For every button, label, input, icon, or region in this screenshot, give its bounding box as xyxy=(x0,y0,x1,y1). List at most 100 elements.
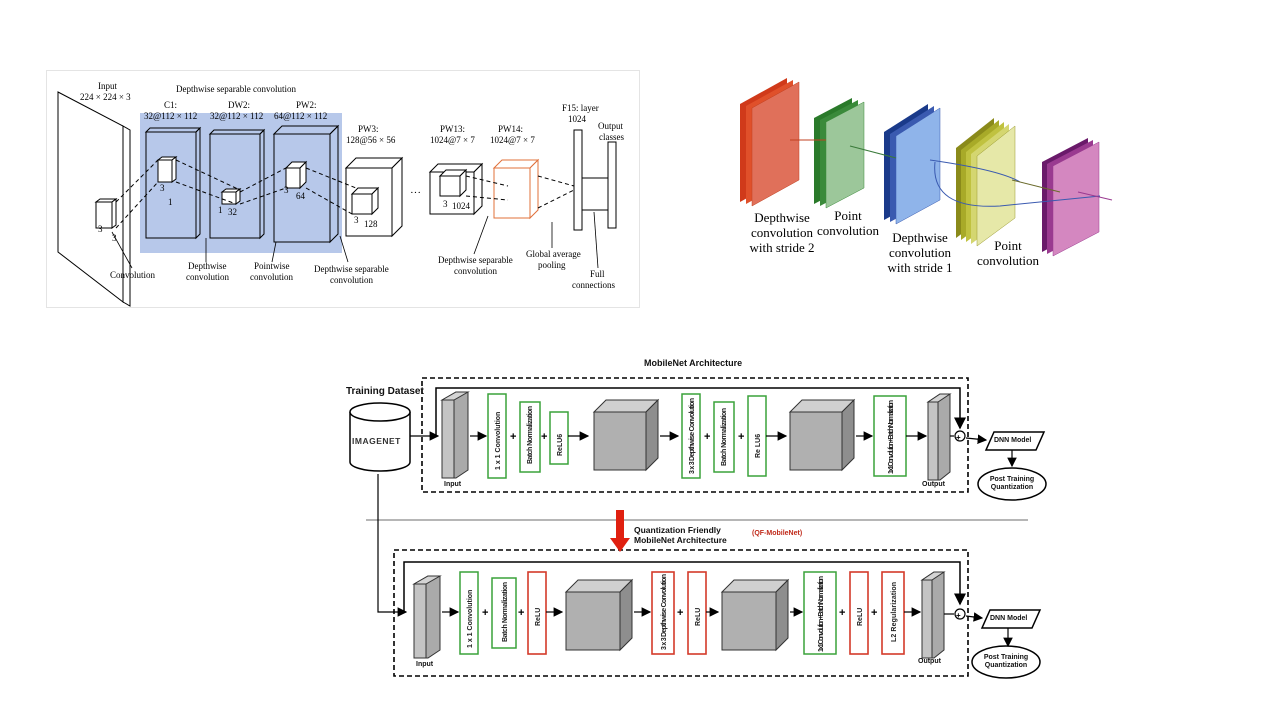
bottom-conv1-label: 1 x 1 Convolution xyxy=(467,590,474,648)
kernel-num: 3 xyxy=(98,224,103,234)
c1-label: C1: xyxy=(164,100,178,110)
bottom-conv-bn-block xyxy=(803,571,837,655)
pointwise-label-2: convolution xyxy=(250,272,293,282)
pw14-dim: 1024@7 × 7 xyxy=(490,135,535,145)
circle-plus: + xyxy=(956,433,961,442)
top-bn2-label: Batch Normalization xyxy=(721,408,728,466)
convolution-label: Convolution xyxy=(110,270,156,280)
top-bn2-block xyxy=(713,401,735,473)
input-label: Input xyxy=(98,81,117,91)
pw13-dim: 1024@7 × 7 xyxy=(430,135,475,145)
kernel-num: 1 xyxy=(218,205,223,215)
bottom-dw-label: 3 x 3 Depthwise Convolution xyxy=(661,574,668,650)
kernel-num: 3 xyxy=(160,183,165,193)
kernel-num: 64 xyxy=(296,191,305,201)
qf-title-2: MobileNet Architecture xyxy=(634,535,727,545)
dw2-label: DW2: xyxy=(228,100,250,110)
qf-title-1: Quantization Friendly xyxy=(634,525,721,535)
kernel-num: 3 xyxy=(284,185,289,195)
top-output-slab xyxy=(926,393,952,481)
plus-sign: + xyxy=(518,607,524,619)
top-relu6-label: ReLU6 xyxy=(557,434,564,456)
kernel-num: 3 xyxy=(443,199,448,209)
pw3-dim: 128@56 × 56 xyxy=(346,135,396,145)
mobilenet-frame xyxy=(421,377,969,493)
bottom-ptq-label: Post Training Quantization xyxy=(983,654,1029,669)
top-bn-label: Batch Normalization xyxy=(527,406,534,464)
plus-sign: + xyxy=(839,607,845,619)
yellow-stack xyxy=(956,118,1016,247)
mobilenet-title: MobileNet Architecture xyxy=(644,358,743,368)
blue-stack xyxy=(884,104,941,225)
output-classes-label: classes xyxy=(599,132,624,142)
plus-sign: + xyxy=(738,431,744,443)
bottom-relu1-block xyxy=(527,571,547,655)
top-ptq-node xyxy=(977,467,1047,501)
red-stack xyxy=(740,78,800,207)
plus-sign: + xyxy=(510,431,516,443)
top-input-label: Input xyxy=(444,481,462,488)
training-dataset-label: Training Dataset xyxy=(346,386,424,397)
top-feature-cube-2 xyxy=(788,398,856,472)
qf-mobilenet-frame xyxy=(393,549,969,677)
plus-sign: + xyxy=(482,607,488,619)
c1-dim: 32@112 × 112 xyxy=(144,111,198,121)
bottom-ptq-node xyxy=(971,645,1041,679)
dsc-title: Depthwise separable convolution xyxy=(176,84,296,94)
bottom-dnn-model xyxy=(980,609,1042,629)
input-dim: 224 × 224 × 3 xyxy=(80,92,131,102)
bottom-relu2-block xyxy=(687,571,707,655)
kernel-num: 1 xyxy=(168,197,173,207)
green-stack xyxy=(814,98,865,209)
top-input-slab xyxy=(440,391,470,479)
pw2-dim: 64@112 × 112 xyxy=(274,111,328,121)
top-output-label: Output xyxy=(922,481,945,488)
full-label: Full xyxy=(590,269,605,279)
top-conv-bn-label: 1x1 Convolution + Batch Normalization xyxy=(888,400,895,474)
pw3-label: PW3: xyxy=(358,124,379,134)
bottom-relu2-label: ReLU xyxy=(695,608,702,626)
bottom-conv1-block xyxy=(459,571,479,655)
bottom-relu1-label: ReLU xyxy=(535,608,542,626)
bottom-l2-label: L2 Regularization xyxy=(891,582,898,642)
f15-dim: 1024 xyxy=(568,114,586,124)
plus-sign: + xyxy=(541,431,547,443)
plus-sign: + xyxy=(704,431,710,443)
imagenet-database-icon xyxy=(349,402,411,472)
bottom-add-node xyxy=(954,608,966,620)
bottom-output-slab xyxy=(920,571,946,659)
pw2-label: PW2: xyxy=(296,100,317,110)
f15-layer xyxy=(573,129,583,231)
top-relu6-block xyxy=(549,411,569,465)
top-dnn-model xyxy=(984,431,1046,451)
top-dw-label: 3 x 3 Depthwise Convolution xyxy=(689,398,696,474)
bottom-l2-block xyxy=(881,571,905,655)
circle-plus: + xyxy=(956,611,961,620)
top-conv1-label: 1 x 1 Convolution xyxy=(495,412,502,470)
top-dw-block xyxy=(681,393,701,479)
depthwise-label-2: convolution xyxy=(186,272,229,282)
bottom-dnn-label: DNN Model xyxy=(990,615,1028,622)
bottom-conv-bn-label: 1x1 Convolution + Batch Normalization xyxy=(818,576,825,652)
full-label-2: connections xyxy=(572,280,615,290)
imagenet-logo: IMAGENET xyxy=(352,436,401,446)
bottom-relu3-label: ReLU xyxy=(857,608,864,626)
top-conv1-block xyxy=(487,393,507,479)
depthwise-label: Depthwise xyxy=(188,261,227,271)
plus-sign: + xyxy=(677,607,683,619)
dsc-label: Depthwise separable xyxy=(314,264,389,274)
bottom-output-label: Output xyxy=(918,658,941,665)
ellipsis: ··· xyxy=(410,187,421,199)
dw2-dim: 32@112 × 112 xyxy=(210,111,264,121)
top-dnn-label: DNN Model xyxy=(994,437,1032,444)
bottom-relu3-block xyxy=(849,571,869,655)
plus-signs: + + + + + + + + + xyxy=(482,431,877,619)
kernel-num: 128 xyxy=(364,219,378,229)
kernel-num: 3 xyxy=(112,233,117,243)
